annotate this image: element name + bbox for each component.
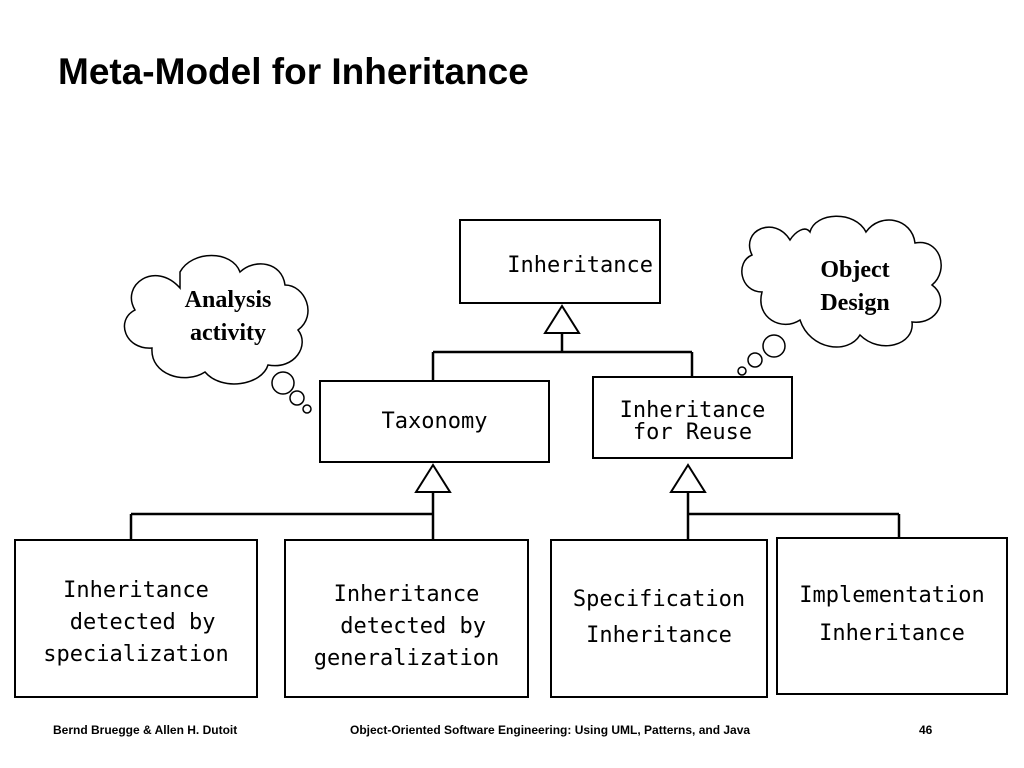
object-design-cloud-shape bbox=[741, 215, 942, 348]
inheritance-class-box: Inheritance bbox=[459, 219, 661, 304]
detected-by-generalization-class-box: Inheritance detected by generalization bbox=[284, 539, 529, 698]
specification-inheritance-class-label: Specification Inheritance bbox=[572, 587, 746, 648]
taxonomy-class-box: Taxonomy bbox=[319, 380, 550, 463]
analysis-thought-bubble-small bbox=[302, 404, 312, 414]
connectors-taxonomy bbox=[129, 492, 435, 540]
generalization-arrow-taxonomy bbox=[414, 463, 452, 493]
analysis-cloud-shape bbox=[123, 254, 309, 385]
object-design-thought-bubble-medium bbox=[747, 352, 763, 368]
connectors-top bbox=[431, 333, 694, 381]
specification-inheritance-class-box: Specification Inheritance bbox=[550, 539, 768, 698]
taxonomy-class-label: Taxonomy bbox=[381, 408, 488, 434]
object-design-thought-bubble-small bbox=[737, 366, 747, 376]
connectors-reuse bbox=[686, 492, 901, 540]
inheritance-for-reuse-class-box: Inheritance for Reuse bbox=[592, 376, 793, 459]
analysis-thought-bubble-medium bbox=[289, 390, 305, 406]
analysis-activity-label: Analysis activity bbox=[184, 287, 272, 346]
detected-by-specialization-class-label: Inheritance detected by specialization bbox=[43, 578, 229, 667]
object-design-thought-bubble-large bbox=[762, 334, 786, 358]
analysis-cloud bbox=[123, 254, 312, 414]
footer-book-title: Object-Oriented Software Engineering: Us… bbox=[350, 723, 751, 737]
footer-page-number: 46 bbox=[919, 723, 933, 737]
generalization-arrow-inheritance bbox=[543, 304, 581, 334]
analysis-thought-bubble-large bbox=[271, 371, 295, 395]
object-design-label: Object Design bbox=[820, 257, 890, 316]
footer-authors: Bernd Bruegge & Allen H. Dutoit bbox=[53, 723, 238, 737]
implementation-inheritance-class-box: Implementation Inheritance bbox=[776, 537, 1008, 695]
inheritance-for-reuse-class-label: Inheritance for Reuse bbox=[619, 398, 766, 445]
object-design-cloud bbox=[737, 215, 942, 376]
slide-title: Meta-Model for Inheritance bbox=[58, 51, 529, 92]
detected-by-specialization-class-box: Inheritance detected by specialization bbox=[14, 539, 258, 698]
implementation-inheritance-class-label: Implementation Inheritance bbox=[799, 583, 985, 646]
detected-by-generalization-class-label: Inheritance detected by generalization bbox=[313, 582, 500, 671]
generalization-arrow-reuse bbox=[669, 463, 707, 493]
inheritance-class-label: Inheritance bbox=[507, 253, 653, 278]
